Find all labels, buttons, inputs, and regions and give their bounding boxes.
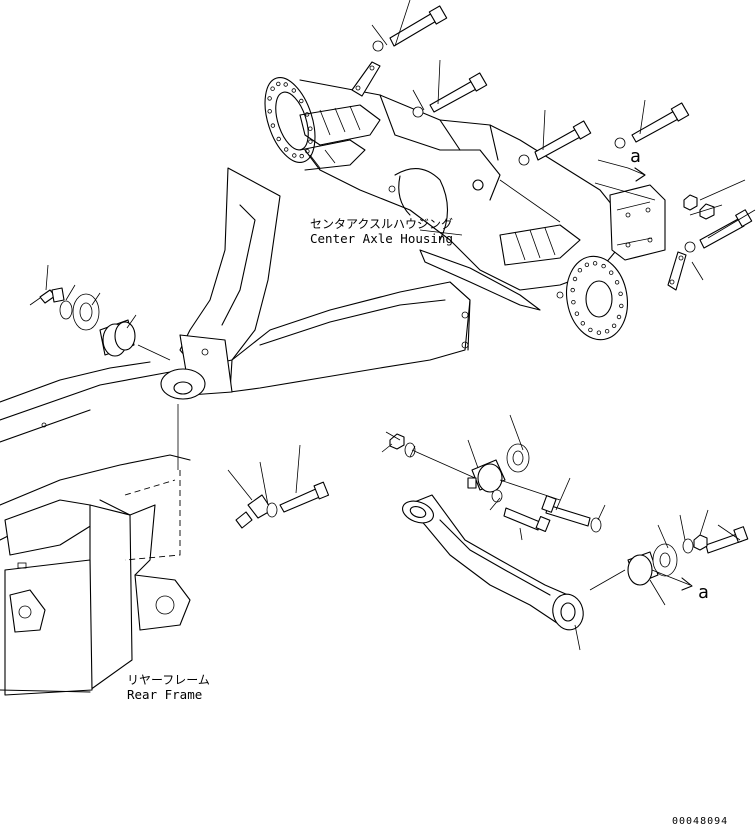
bolt-hole — [291, 88, 296, 93]
bolt — [412, 72, 488, 118]
bolt-hole — [276, 81, 281, 87]
lateral-link-arm — [381, 414, 749, 651]
bolt-hole — [299, 98, 304, 104]
bolt-hole — [267, 109, 272, 114]
bolt-hole — [601, 263, 606, 269]
bolt-hole — [308, 139, 313, 144]
bolt — [684, 209, 753, 253]
bolt-hole — [577, 268, 583, 273]
bolt-hole — [270, 123, 276, 128]
bolt-hole — [616, 314, 622, 320]
rear-frame-label-en: Rear Frame — [127, 687, 202, 702]
fasteners-middle — [227, 444, 330, 529]
bolt-hole — [308, 126, 313, 131]
center-axle-housing-label-en: Center Axle Housing — [310, 231, 453, 246]
center-axle-housing-label-jp: センタアクスルハウジング — [310, 217, 453, 231]
bolt-hole — [584, 262, 590, 267]
bolt-hole — [571, 300, 576, 305]
left-flange-bolt-holes — [267, 81, 313, 159]
bolt-hole — [596, 330, 602, 335]
drawing-number: 00048094 — [672, 816, 728, 827]
rear-frame-label-jp: リヤーフレーム — [127, 673, 210, 687]
bolt-hole — [614, 280, 620, 285]
bolt-hole — [572, 276, 578, 282]
a-frame-arm — [160, 167, 471, 400]
center-axle-housing — [264, 77, 666, 341]
bolt-hole — [270, 86, 275, 91]
bolt-hole — [570, 287, 575, 293]
bolt — [518, 120, 592, 166]
bolt-hole — [609, 270, 614, 275]
bolt-hole — [592, 261, 598, 266]
bolt-hole — [267, 96, 272, 101]
fasteners-top — [351, 0, 756, 291]
bolt-hole — [574, 311, 580, 316]
reference-a-right: a — [698, 582, 709, 603]
bolt-hole — [292, 153, 297, 158]
bolt-hole — [619, 303, 624, 309]
bolt-hole — [604, 329, 610, 334]
bolt-hole — [284, 147, 289, 152]
bolt-hole — [611, 323, 617, 328]
bolt-hole — [618, 291, 623, 296]
bolt-hole — [299, 153, 304, 159]
bolt-hole — [276, 136, 281, 142]
bolt-hole — [283, 82, 288, 87]
bolt-hole — [588, 327, 593, 333]
right-flange-bolt-holes — [570, 261, 624, 335]
rear-frame — [0, 361, 191, 696]
fasteners-left — [29, 264, 171, 361]
reference-a-top: a — [630, 146, 641, 167]
bolt-hole — [580, 321, 585, 326]
bolt — [614, 102, 690, 149]
bolt — [372, 5, 448, 52]
